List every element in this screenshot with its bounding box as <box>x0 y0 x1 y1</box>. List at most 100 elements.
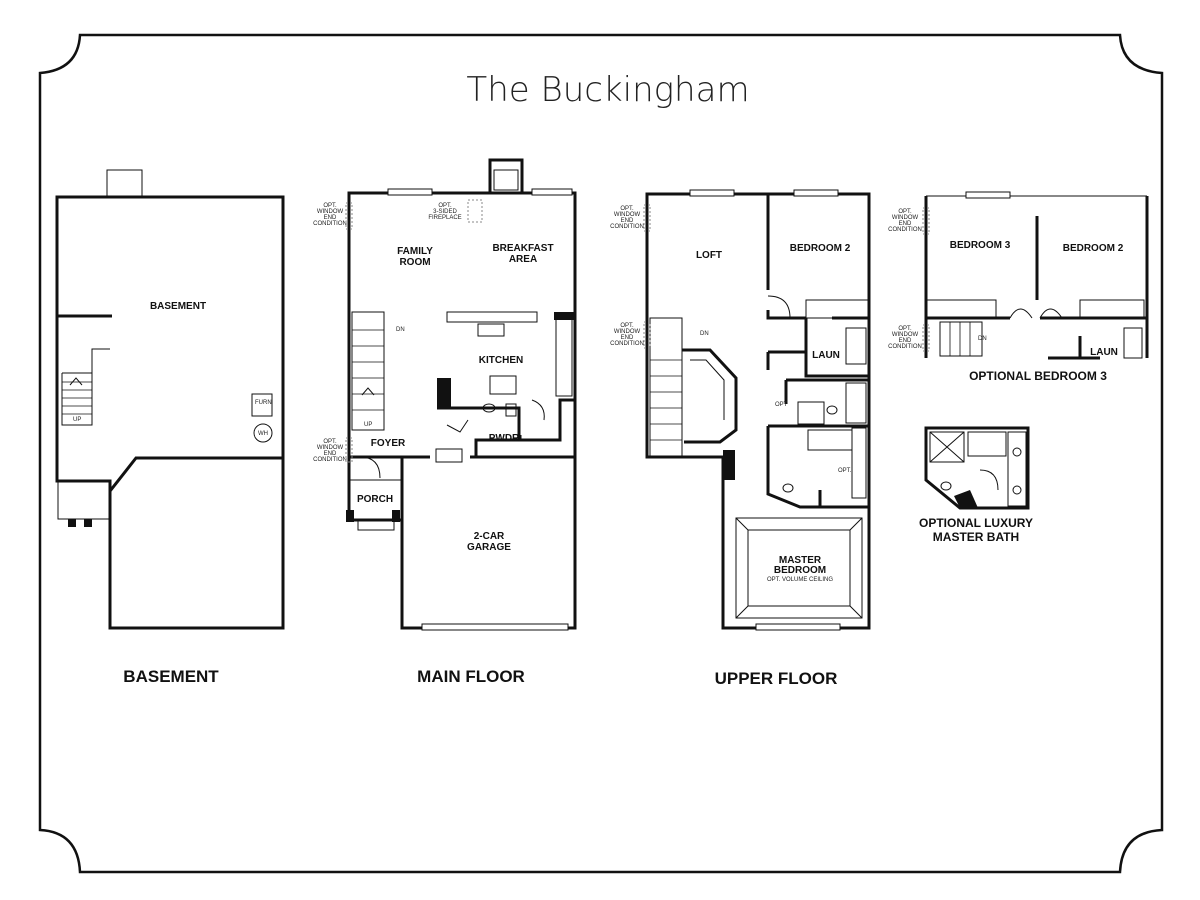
svg-text:OPT.: OPT. <box>620 323 634 329</box>
svg-text:OPT.: OPT. <box>323 203 337 209</box>
bedroom2-wall <box>766 194 869 320</box>
powder-sink <box>505 403 517 417</box>
luxury-bath-plan <box>924 426 1030 510</box>
master-bedroom-label: MASTER <box>779 555 822 566</box>
water-heater-icon <box>253 423 273 443</box>
luxury-tub <box>967 431 1007 457</box>
hall-vanity <box>797 401 825 425</box>
interior-door-swing <box>446 419 469 433</box>
upper-window <box>793 189 839 197</box>
svg-text:CONDITION: CONDITION <box>313 221 347 227</box>
master-tub <box>807 429 853 451</box>
svg-text:WINDOW: WINDOW <box>892 215 919 221</box>
loft-railing <box>682 348 738 444</box>
loft-label: LOFT <box>696 250 722 261</box>
luxury-toilet-icon <box>940 481 952 491</box>
opt-stair <box>939 321 983 357</box>
upper-window-note-bottom: OPT. WINDOW END CONDITION <box>610 323 644 347</box>
laundry-label: LAUN <box>812 350 840 361</box>
svg-text:WINDOW: WINDOW <box>614 212 641 218</box>
main-floor-plan: UP DN FAMILY ROOM BREAKFAST AREA KITCHEN… <box>313 158 577 631</box>
upper-stair-outline <box>649 317 683 457</box>
volume-ceiling-outer <box>735 517 863 619</box>
luxury-wall-fill <box>954 490 978 508</box>
upper-window-note-top: OPT. WINDOW END CONDITION <box>610 206 644 230</box>
main-window-note-bottom: OPT. WINDOW END CONDITION <box>313 439 347 463</box>
powder-room-label: PWDR <box>489 433 520 444</box>
svg-text:OPT.: OPT. <box>323 439 337 445</box>
svg-text:WINDOW: WINDOW <box>317 209 344 215</box>
fireplace-note: FIREPLACE <box>428 215 461 221</box>
opt-bedroom2-label: BEDROOM 2 <box>1063 243 1124 254</box>
basement-stair-arrow-icon <box>69 377 83 386</box>
upper-floor-plan: DN LOFT BEDROOM 2 LAUN OPT OPT. MASTER B… <box>610 189 871 631</box>
water-heater-label: WH <box>258 431 268 437</box>
powder-toilet-icon <box>482 403 496 413</box>
laundry-wall <box>766 318 869 378</box>
upper-window <box>689 189 735 197</box>
furnace-box <box>251 393 273 417</box>
kitchen-counter-side <box>555 315 573 397</box>
upper-dn-label: DN <box>700 331 709 337</box>
bedroom2-closet <box>805 299 869 319</box>
breakfast-area-label: BREAKFAST <box>492 243 553 254</box>
svg-text:WINDOW: WINDOW <box>892 332 919 338</box>
volume-ceiling-corners <box>735 517 863 619</box>
laundry-machines <box>845 327 867 365</box>
opt-door-swing <box>1009 308 1033 319</box>
porch-step <box>357 519 395 531</box>
basement-plan: UP BASEMENT FURN WH <box>55 169 285 630</box>
main-stair-arrow-icon <box>361 387 375 396</box>
foyer-label: FOYER <box>371 438 406 449</box>
main-rear-window <box>531 188 573 196</box>
main-outer-wall <box>347 191 577 630</box>
svg-text:END: END <box>324 215 337 221</box>
garage-step <box>435 448 463 463</box>
porch-label: PORCH <box>357 494 393 505</box>
front-door-swing <box>359 456 381 479</box>
opt-laundry-wall <box>1048 336 1100 360</box>
kitchen-wall <box>518 398 575 442</box>
breakfast-area-label: AREA <box>509 254 537 265</box>
porch-column <box>392 510 400 522</box>
svg-text:WINDOW: WINDOW <box>614 329 641 335</box>
kitchen-range <box>489 375 517 395</box>
opt-stair-treads <box>949 322 971 356</box>
opt-laundry-machines <box>1123 327 1143 359</box>
hall-tub <box>845 382 867 424</box>
svg-text:END: END <box>324 451 337 457</box>
luxury-bath-caption: MASTER BATH <box>933 530 1019 544</box>
basement-under-porch <box>57 480 111 520</box>
svg-text:CONDITION: CONDITION <box>313 457 347 463</box>
garage-label: 2-CAR <box>474 531 505 542</box>
luxury-sink-icon <box>1012 485 1022 495</box>
master-closet-fill <box>723 450 735 480</box>
svg-text:END: END <box>899 221 912 227</box>
svg-text:END: END <box>621 218 634 224</box>
main-floor-caption: MAIN FLOOR <box>417 667 525 686</box>
bedroom2-door-swing <box>767 295 791 319</box>
garage-label: GARAGE <box>467 542 511 553</box>
main-rear-window <box>387 188 433 196</box>
decorative-border <box>38 33 1164 874</box>
fireplace-note: 3-SIDED <box>433 209 457 215</box>
basement-stair-outline <box>61 348 110 426</box>
luxury-door-swing <box>979 469 999 491</box>
opt-bedroom-outer-wall <box>924 196 1149 358</box>
plan-title: The Buckingham <box>466 70 749 110</box>
main-stair-treads <box>352 329 384 411</box>
upper-floor-caption: UPPER FLOOR <box>715 669 838 688</box>
garage-door <box>421 623 569 631</box>
upper-stair-treads <box>650 359 682 441</box>
furnace-label: FURN <box>255 400 272 406</box>
fireplace-outline <box>467 199 483 223</box>
luxury-bath-caption: OPTIONAL LUXURY <box>919 516 1033 530</box>
svg-text:OPT.: OPT. <box>620 206 634 212</box>
svg-text:CONDITION: CONDITION <box>888 227 922 233</box>
kitchen-pantry <box>554 312 574 320</box>
basement-up-label: UP <box>73 417 81 423</box>
optional-bedroom3-plan: BEDROOM 3 BEDROOM 2 LAUN DN OPT. WINDOW … <box>888 191 1149 360</box>
basement-stair-treads <box>62 381 92 415</box>
master-toilet-icon <box>782 483 794 493</box>
